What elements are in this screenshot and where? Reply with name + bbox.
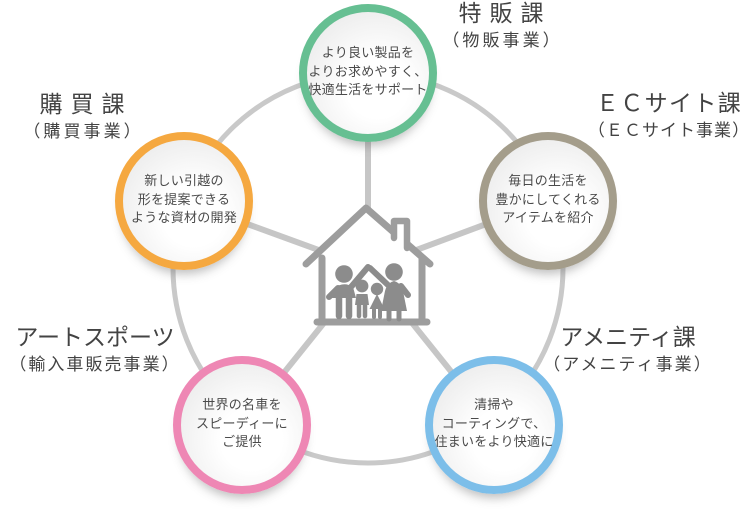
bubble-line: ような資材の開発 <box>130 211 238 227</box>
bubble-kobai-text: 新しい引越の 形を提案できる ような資材の開発 <box>131 173 237 230</box>
label-amenity: アメニティ課 （アメニティ事業） <box>533 325 723 376</box>
bubble-line: より良い製品を <box>321 45 415 61</box>
mother-arms <box>367 265 411 298</box>
label-tokuhan-sub: （物販事業） <box>442 31 563 52</box>
father-legs <box>335 293 353 320</box>
bubble-amenity: 清掃や コーティングで、 住まいをより快適に <box>425 356 563 494</box>
girl-legs <box>372 307 382 319</box>
bubble-line: 豊かにしてくれる <box>495 192 601 208</box>
label-kobai-main: 購買課 <box>39 92 133 118</box>
girl-head <box>370 282 384 296</box>
mother-head <box>385 263 403 281</box>
boy-legs <box>356 301 368 319</box>
label-amenity-sub: （アメニティ事業） <box>543 355 713 376</box>
bubble-amenity-text: 清掃や コーティングで、 住まいをより快適に <box>434 397 553 454</box>
label-ec-site: ＥＣサイト課 （ＥＣサイト事業） <box>581 91 750 142</box>
chimney-outline <box>390 217 411 252</box>
bubble-line: ご提供 <box>222 435 262 451</box>
bubble-line: アイテムを紹介 <box>502 211 594 227</box>
label-kobai-sub: （購買事業） <box>23 122 144 143</box>
label-tokuhan-main: 特販課 <box>458 1 552 27</box>
bubble-line: 世界の名車を <box>202 397 282 413</box>
label-ec-site-sub: （ＥＣサイト事業） <box>587 121 750 142</box>
father-head <box>335 265 353 283</box>
label-amenity-main: アメニティ課 <box>560 325 696 351</box>
family-silhouette <box>326 263 411 322</box>
bubble-line: 快適生活をサポート <box>308 83 428 99</box>
label-art-sports-sub: （輸入車販売事業） <box>9 355 181 376</box>
bubble-ec-site: 毎日の生活を 豊かにしてくれる アイテムを紹介 <box>479 132 617 270</box>
bubble-line: 住まいをより快適に <box>434 435 554 451</box>
bubble-line: 毎日の生活を <box>508 173 588 189</box>
walls-outline <box>313 254 431 326</box>
bubble-tokuhan-text: より良い製品を よりお求めやすく、 快適生活をサポート <box>308 45 427 102</box>
bubble-art-sports-text: 世界の名車を スピーディーに ご提供 <box>196 397 288 454</box>
bubble-tokuhan: より良い製品を よりお求めやすく、 快適生活をサポート <box>299 4 437 142</box>
bubble-line: 新しい引越の <box>144 173 224 189</box>
mother-legs <box>386 308 402 322</box>
label-kobai: 購買課 （購買事業） <box>2 92 162 143</box>
girl-dress <box>369 294 385 309</box>
label-art-sports-main: アートスポーツ <box>15 325 175 351</box>
label-ec-site-main: ＥＣサイト課 <box>595 91 743 117</box>
house-family-icon <box>302 204 434 326</box>
bubble-line: スピーディーに <box>196 416 288 432</box>
bubble-line: コーティングで、 <box>441 416 547 432</box>
bubble-art-sports: 世界の名車を スピーディーに ご提供 <box>173 356 311 494</box>
bubble-line: 清掃や <box>474 397 514 413</box>
bubble-line: よりお求めやすく、 <box>308 64 428 80</box>
father-arms <box>326 264 371 300</box>
boy-head <box>355 279 369 293</box>
bubble-line: 形を提案できる <box>137 192 231 208</box>
bubble-ec-site-text: 毎日の生活を 豊かにしてくれる アイテムを紹介 <box>495 173 600 230</box>
label-tokuhan: 特販課 （物販事業） <box>421 1 581 52</box>
bubble-kobai: 新しい引越の 形を提案できる ような資材の開発 <box>115 132 253 270</box>
label-art-sports: アートスポーツ （輸入車販売事業） <box>0 325 190 376</box>
